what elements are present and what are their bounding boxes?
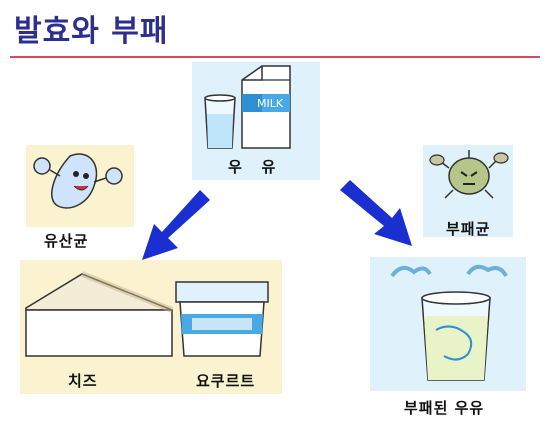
yogurt-label: 요쿠르트 [196, 372, 256, 390]
lactic-bacteria-illustration [33, 153, 123, 209]
putrefactive-bacteria-illustration [429, 150, 509, 199]
milk-label: 우 유 [228, 158, 277, 176]
spoiled-milk-label: 부패된 우유 [404, 399, 485, 417]
putrefactive-bacteria-label: 부패균 [446, 220, 491, 238]
spoiled-milk-illustration [390, 264, 508, 381]
arrow-to-spoiled-icon [340, 180, 412, 246]
lactic-bacteria-label: 유산균 [44, 232, 89, 250]
cheese-illustration [25, 271, 174, 357]
arrow-to-products-icon [142, 190, 210, 260]
page-title: 발효와 부패 [14, 14, 169, 49]
cheese-label: 치즈 [68, 372, 98, 390]
milk-carton-text: MILK [257, 97, 284, 110]
yogurt-illustration [175, 281, 269, 357]
title-divider [10, 56, 540, 58]
milk-carton-illustration: MILK [204, 65, 291, 149]
